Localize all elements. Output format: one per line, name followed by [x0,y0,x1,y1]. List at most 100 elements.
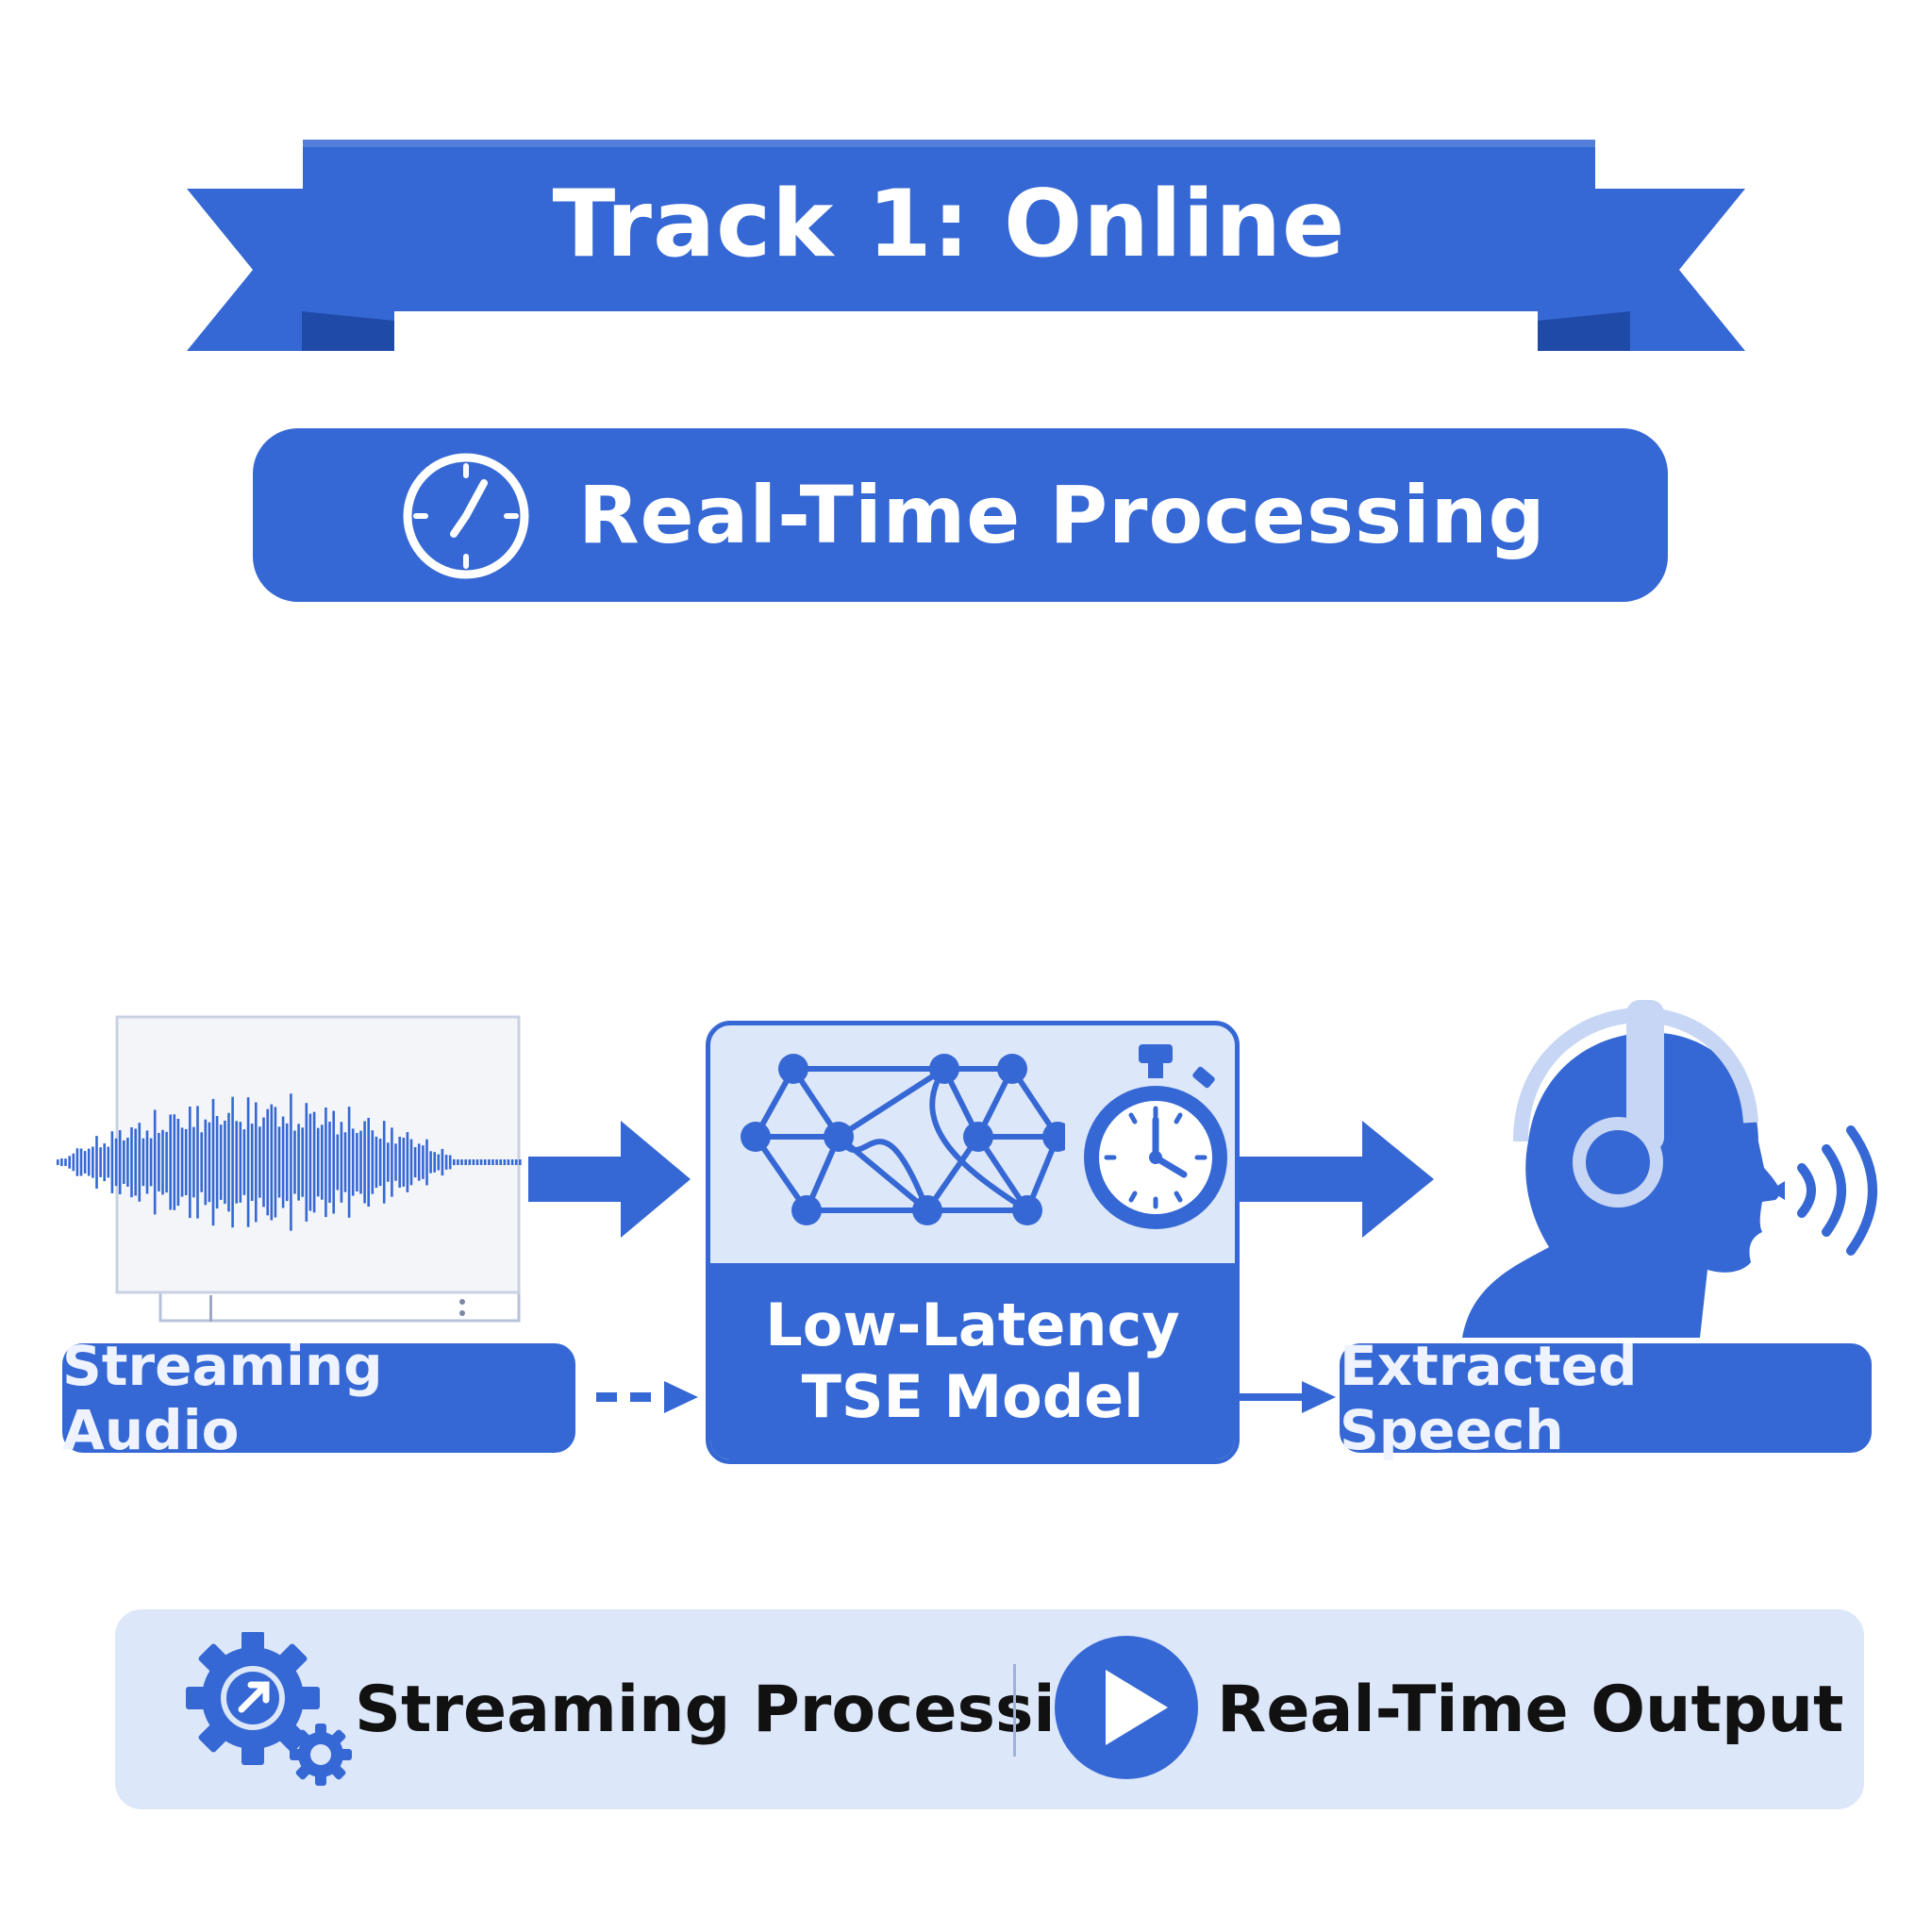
waveform-bar [308,1113,312,1211]
waveform-bar [448,1155,452,1170]
waveform-bar [437,1154,441,1171]
waveform-bar [224,1120,226,1205]
waveform-bar [460,1159,463,1165]
waveform-bar [429,1151,432,1174]
gear-tooth [295,1687,320,1709]
gear-tooth [290,1749,303,1760]
gear-tooth [275,1643,308,1675]
waveform-bar [479,1159,483,1165]
waveform-bar [453,1158,456,1166]
waveform-bar [134,1128,137,1196]
waveform-bar [246,1097,250,1227]
waveform-bar [204,1119,208,1206]
waveform-bar [363,1121,366,1204]
waveform-bar [165,1131,168,1193]
waveform-bar [356,1133,358,1191]
waveform-bar [402,1138,406,1187]
waveform-bar [184,1128,188,1195]
waveform-bar [375,1136,378,1189]
waveform-bar [274,1107,277,1218]
waveform-bar [343,1132,347,1192]
listener-head-icon [1462,1000,1780,1338]
waveform-bar [250,1124,254,1201]
waveform-bar [371,1130,375,1194]
gear-tooth [275,1721,308,1753]
arrow-right-icon [1240,1121,1434,1238]
waveform-bar [472,1159,475,1165]
model-label-line1: Low-Latency [765,1291,1180,1359]
waveform-bar [351,1128,355,1196]
waveform-bar [231,1096,234,1228]
waveform-bar [398,1137,401,1188]
waveform-bar [270,1104,274,1221]
neural-network-icon [741,1054,1065,1225]
waveform-bar [176,1119,180,1207]
waveform-bar [211,1098,215,1226]
waveform-bar [130,1127,133,1198]
gear-tooth [186,1687,210,1709]
waveform-bar [290,1093,292,1231]
waveform-bar [285,1123,289,1202]
waveform-bar [457,1159,459,1165]
waveform-bar [359,1130,362,1194]
waveform-bar [110,1131,114,1193]
waveform-bar [83,1151,87,1174]
waveform-bar [57,1159,59,1165]
streaming-processing-label: Streaming Processing [355,1672,1147,1747]
waveform-bar [64,1158,67,1166]
streaming-audio-label: Streaming Audio [62,1334,575,1462]
waveform-bar [219,1124,223,1200]
waveform-bar [378,1139,382,1187]
waveform-bar [158,1133,160,1191]
waveform-bar [99,1147,102,1177]
waveform-bar [475,1159,479,1165]
subtitle-banner: Real-Time Processing [253,428,1668,602]
waveform-bar [413,1147,417,1178]
gear-tooth [330,1729,346,1745]
extracted-speech-label: Extracted Speech [1340,1334,1872,1462]
waveform-bar [495,1159,498,1165]
waveform-bar [391,1127,393,1197]
gear-tooth [198,1643,230,1675]
stopwatch-icon [1084,1044,1227,1229]
waveform-bar [255,1102,258,1223]
waveform-bar [138,1123,142,1202]
waveform-bar [180,1127,184,1197]
waveform-bar [464,1159,467,1165]
arrow-right-icon [528,1121,691,1238]
waveform-bar [75,1148,79,1176]
waveform-bar [277,1126,281,1198]
waveform-bar [235,1121,238,1204]
waveform-bar [301,1127,304,1197]
waveform-bar [519,1159,522,1165]
gear-tooth [198,1721,230,1753]
model-label: Low-Latency TSE Model [710,1263,1235,1459]
waveform-bar [60,1158,63,1167]
gear-tooth [295,1729,311,1745]
gear-tooth [295,1764,311,1780]
waveform-bar [305,1103,308,1222]
waveform-bar [510,1159,514,1165]
divider [1013,1664,1016,1757]
gear-tooth [330,1764,346,1780]
waveform-bar [468,1159,472,1165]
arrow-right-icon [1238,1381,1336,1413]
waveform-bar [312,1111,316,1213]
model-label-line2: TSE Model [801,1362,1144,1431]
waveform-bar [192,1126,195,1198]
waveform-bar [325,1108,327,1218]
gear-tooth [242,1740,264,1765]
waveform-bar [262,1117,265,1208]
waveform-bar [145,1130,149,1194]
waveform-bar [123,1140,125,1184]
waveform-bar [514,1159,518,1165]
waveform-bar [417,1143,421,1181]
waveform-bar [394,1143,397,1181]
waveform-bar [422,1145,425,1179]
waveform-bar [107,1146,110,1178]
waveform-bar [441,1148,444,1176]
real-time-output-label: Real-Time Output [1217,1672,1844,1747]
waveform-bar [92,1146,94,1178]
waveform-bar [196,1106,199,1219]
waveform-bar [491,1159,494,1165]
